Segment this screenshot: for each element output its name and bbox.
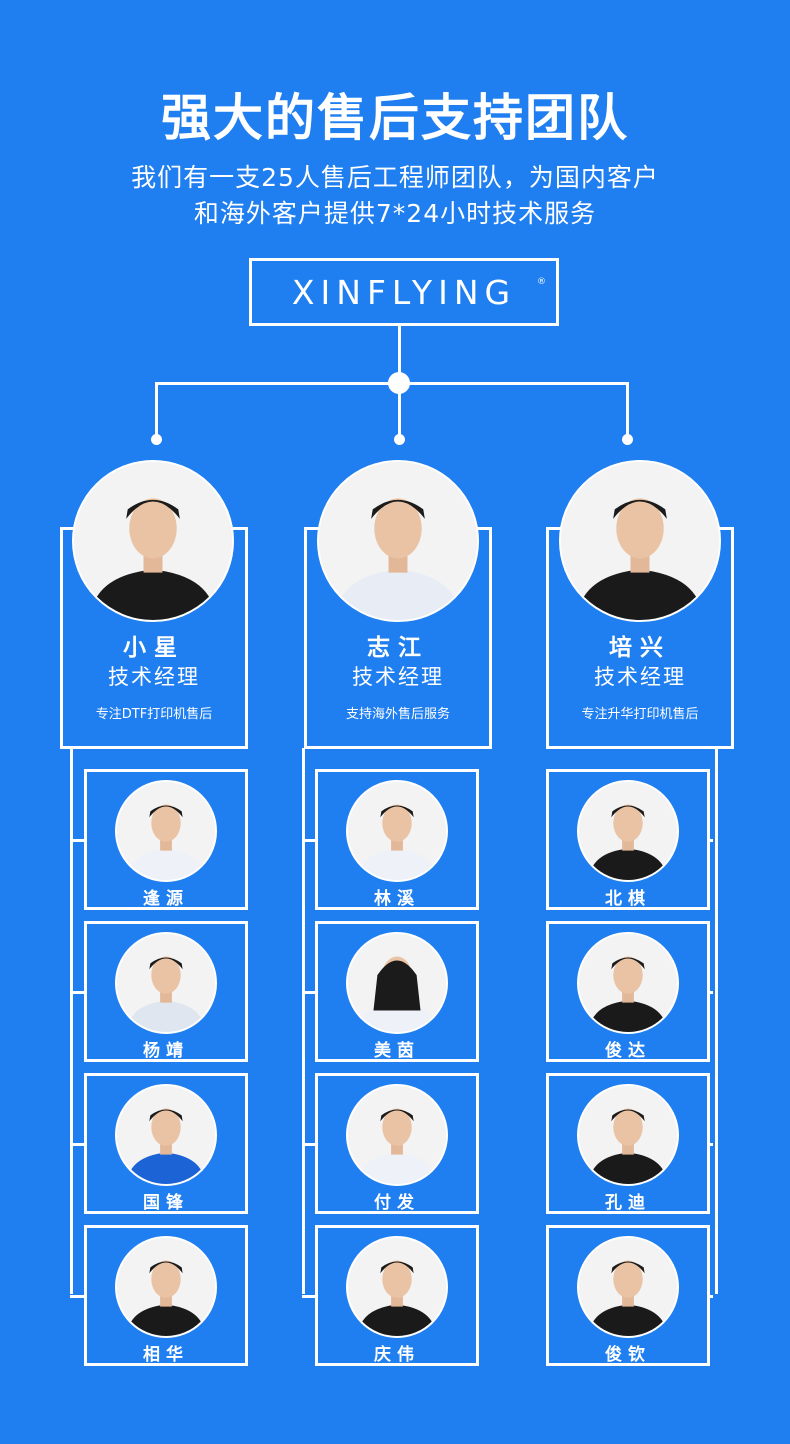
connector-vertical-top — [398, 326, 401, 374]
team-member-card: 美茵 — [315, 921, 479, 1062]
team-member-avatar — [346, 1084, 448, 1186]
team-member-name: 俊钦 — [605, 1345, 651, 1365]
team-connector — [302, 991, 318, 994]
team-connector — [302, 1295, 318, 1298]
team-member-card: 杨靖 — [84, 921, 248, 1062]
manager-avatar — [559, 460, 721, 622]
team-member-name: 国锋 — [143, 1193, 189, 1213]
team-member-name: 北棋 — [605, 889, 651, 909]
manager-description: 专注DTF打印机售后 — [95, 707, 213, 722]
registered-mark: ® — [537, 277, 546, 287]
logo-text: XINFLYING — [291, 272, 517, 312]
team-member-name: 俊达 — [605, 1041, 651, 1061]
team-member-name: 庆伟 — [374, 1345, 420, 1365]
team-member-avatar — [115, 1084, 217, 1186]
team-connector — [709, 839, 713, 842]
team-member-name: 相华 — [143, 1345, 189, 1365]
team-member-card: 孔迪 — [546, 1073, 710, 1214]
subtitle-line-1: 我们有一支25人售后工程师团队，为国内客户 — [131, 163, 659, 192]
team-rail-center — [302, 748, 305, 1294]
manager-role: 技术经理 — [594, 665, 686, 689]
connector-dot-left — [151, 434, 162, 445]
team-connector — [70, 839, 87, 842]
team-connector — [70, 1143, 87, 1146]
team-member-avatar — [115, 1236, 217, 1338]
team-member-avatar — [346, 932, 448, 1034]
manager-name: 培兴 — [609, 635, 671, 661]
team-member-card: 付发 — [315, 1073, 479, 1214]
team-member-card: 俊达 — [546, 921, 710, 1062]
connector-dot-right — [622, 434, 633, 445]
team-connector — [709, 1143, 713, 1146]
manager-description: 专注升华打印机售后 — [581, 707, 699, 722]
team-member-avatar — [577, 1084, 679, 1186]
company-logo: XINFLYING ® — [249, 258, 559, 326]
manager-description: 支持海外售后服务 — [345, 707, 450, 722]
team-member-name: 逢源 — [143, 889, 189, 909]
team-member-card: 相华 — [84, 1225, 248, 1366]
team-member-avatar — [577, 932, 679, 1034]
team-member-name: 林溪 — [374, 889, 420, 909]
team-member-card: 俊钦 — [546, 1225, 710, 1366]
team-connector — [70, 991, 87, 994]
team-member-card: 林溪 — [315, 769, 479, 910]
connector-right-drop — [626, 382, 629, 438]
manager-avatar — [317, 460, 479, 622]
manager-name: 小星 — [123, 635, 185, 661]
team-connector — [302, 1143, 318, 1146]
team-member-card: 国锋 — [84, 1073, 248, 1214]
team-member-name: 美茵 — [374, 1041, 420, 1061]
team-member-avatar — [577, 1236, 679, 1338]
team-connector — [302, 839, 318, 842]
team-member-name: 杨靖 — [143, 1041, 189, 1061]
subtitle-line-2: 和海外客户提供7*24小时技术服务 — [193, 199, 597, 228]
manager-avatar — [72, 460, 234, 622]
team-rail-left — [70, 748, 73, 1294]
team-connector — [709, 1295, 713, 1298]
team-member-avatar — [346, 780, 448, 882]
team-member-name: 孔迪 — [605, 1193, 651, 1213]
team-member-avatar — [115, 932, 217, 1034]
manager-role: 技术经理 — [108, 665, 200, 689]
page-title: 强大的售后支持团队 — [161, 89, 629, 147]
team-connector — [709, 991, 713, 994]
manager-role: 技术经理 — [352, 665, 444, 689]
manager-name: 志江 — [367, 635, 429, 661]
connector-left-drop — [155, 382, 158, 438]
team-rail-right — [715, 748, 718, 1294]
team-connector — [70, 1295, 87, 1298]
team-member-card: 北棋 — [546, 769, 710, 910]
team-member-name: 付发 — [374, 1193, 420, 1213]
team-member-card: 庆伟 — [315, 1225, 479, 1366]
connector-center-drop — [398, 382, 401, 438]
connector-horizontal — [155, 382, 628, 385]
team-member-card: 逢源 — [84, 769, 248, 910]
team-member-avatar — [577, 780, 679, 882]
team-member-avatar — [346, 1236, 448, 1338]
connector-dot-center — [394, 434, 405, 445]
team-member-avatar — [115, 780, 217, 882]
